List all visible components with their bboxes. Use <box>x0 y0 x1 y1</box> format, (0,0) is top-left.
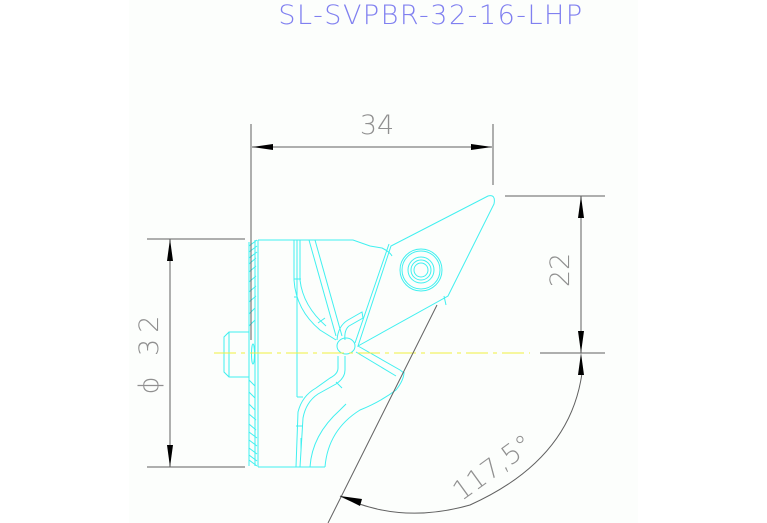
insert-screw <box>399 248 443 292</box>
dimension-height-22: 22 <box>545 253 576 287</box>
arrowheads <box>167 144 584 506</box>
dimension-diameter-32: ϕ 32 <box>134 310 165 395</box>
shank-pin <box>223 331 249 378</box>
nose-radius <box>336 337 356 355</box>
dimension-length-34: 34 <box>360 110 394 141</box>
drawing-title: SL-SVPBR-32-16-LHP <box>278 0 583 31</box>
dimensions <box>147 124 605 523</box>
body-top <box>258 239 393 257</box>
part-outline <box>223 195 495 468</box>
insert <box>357 195 495 348</box>
dimension-angle-117-5: 117,5° <box>447 429 539 507</box>
